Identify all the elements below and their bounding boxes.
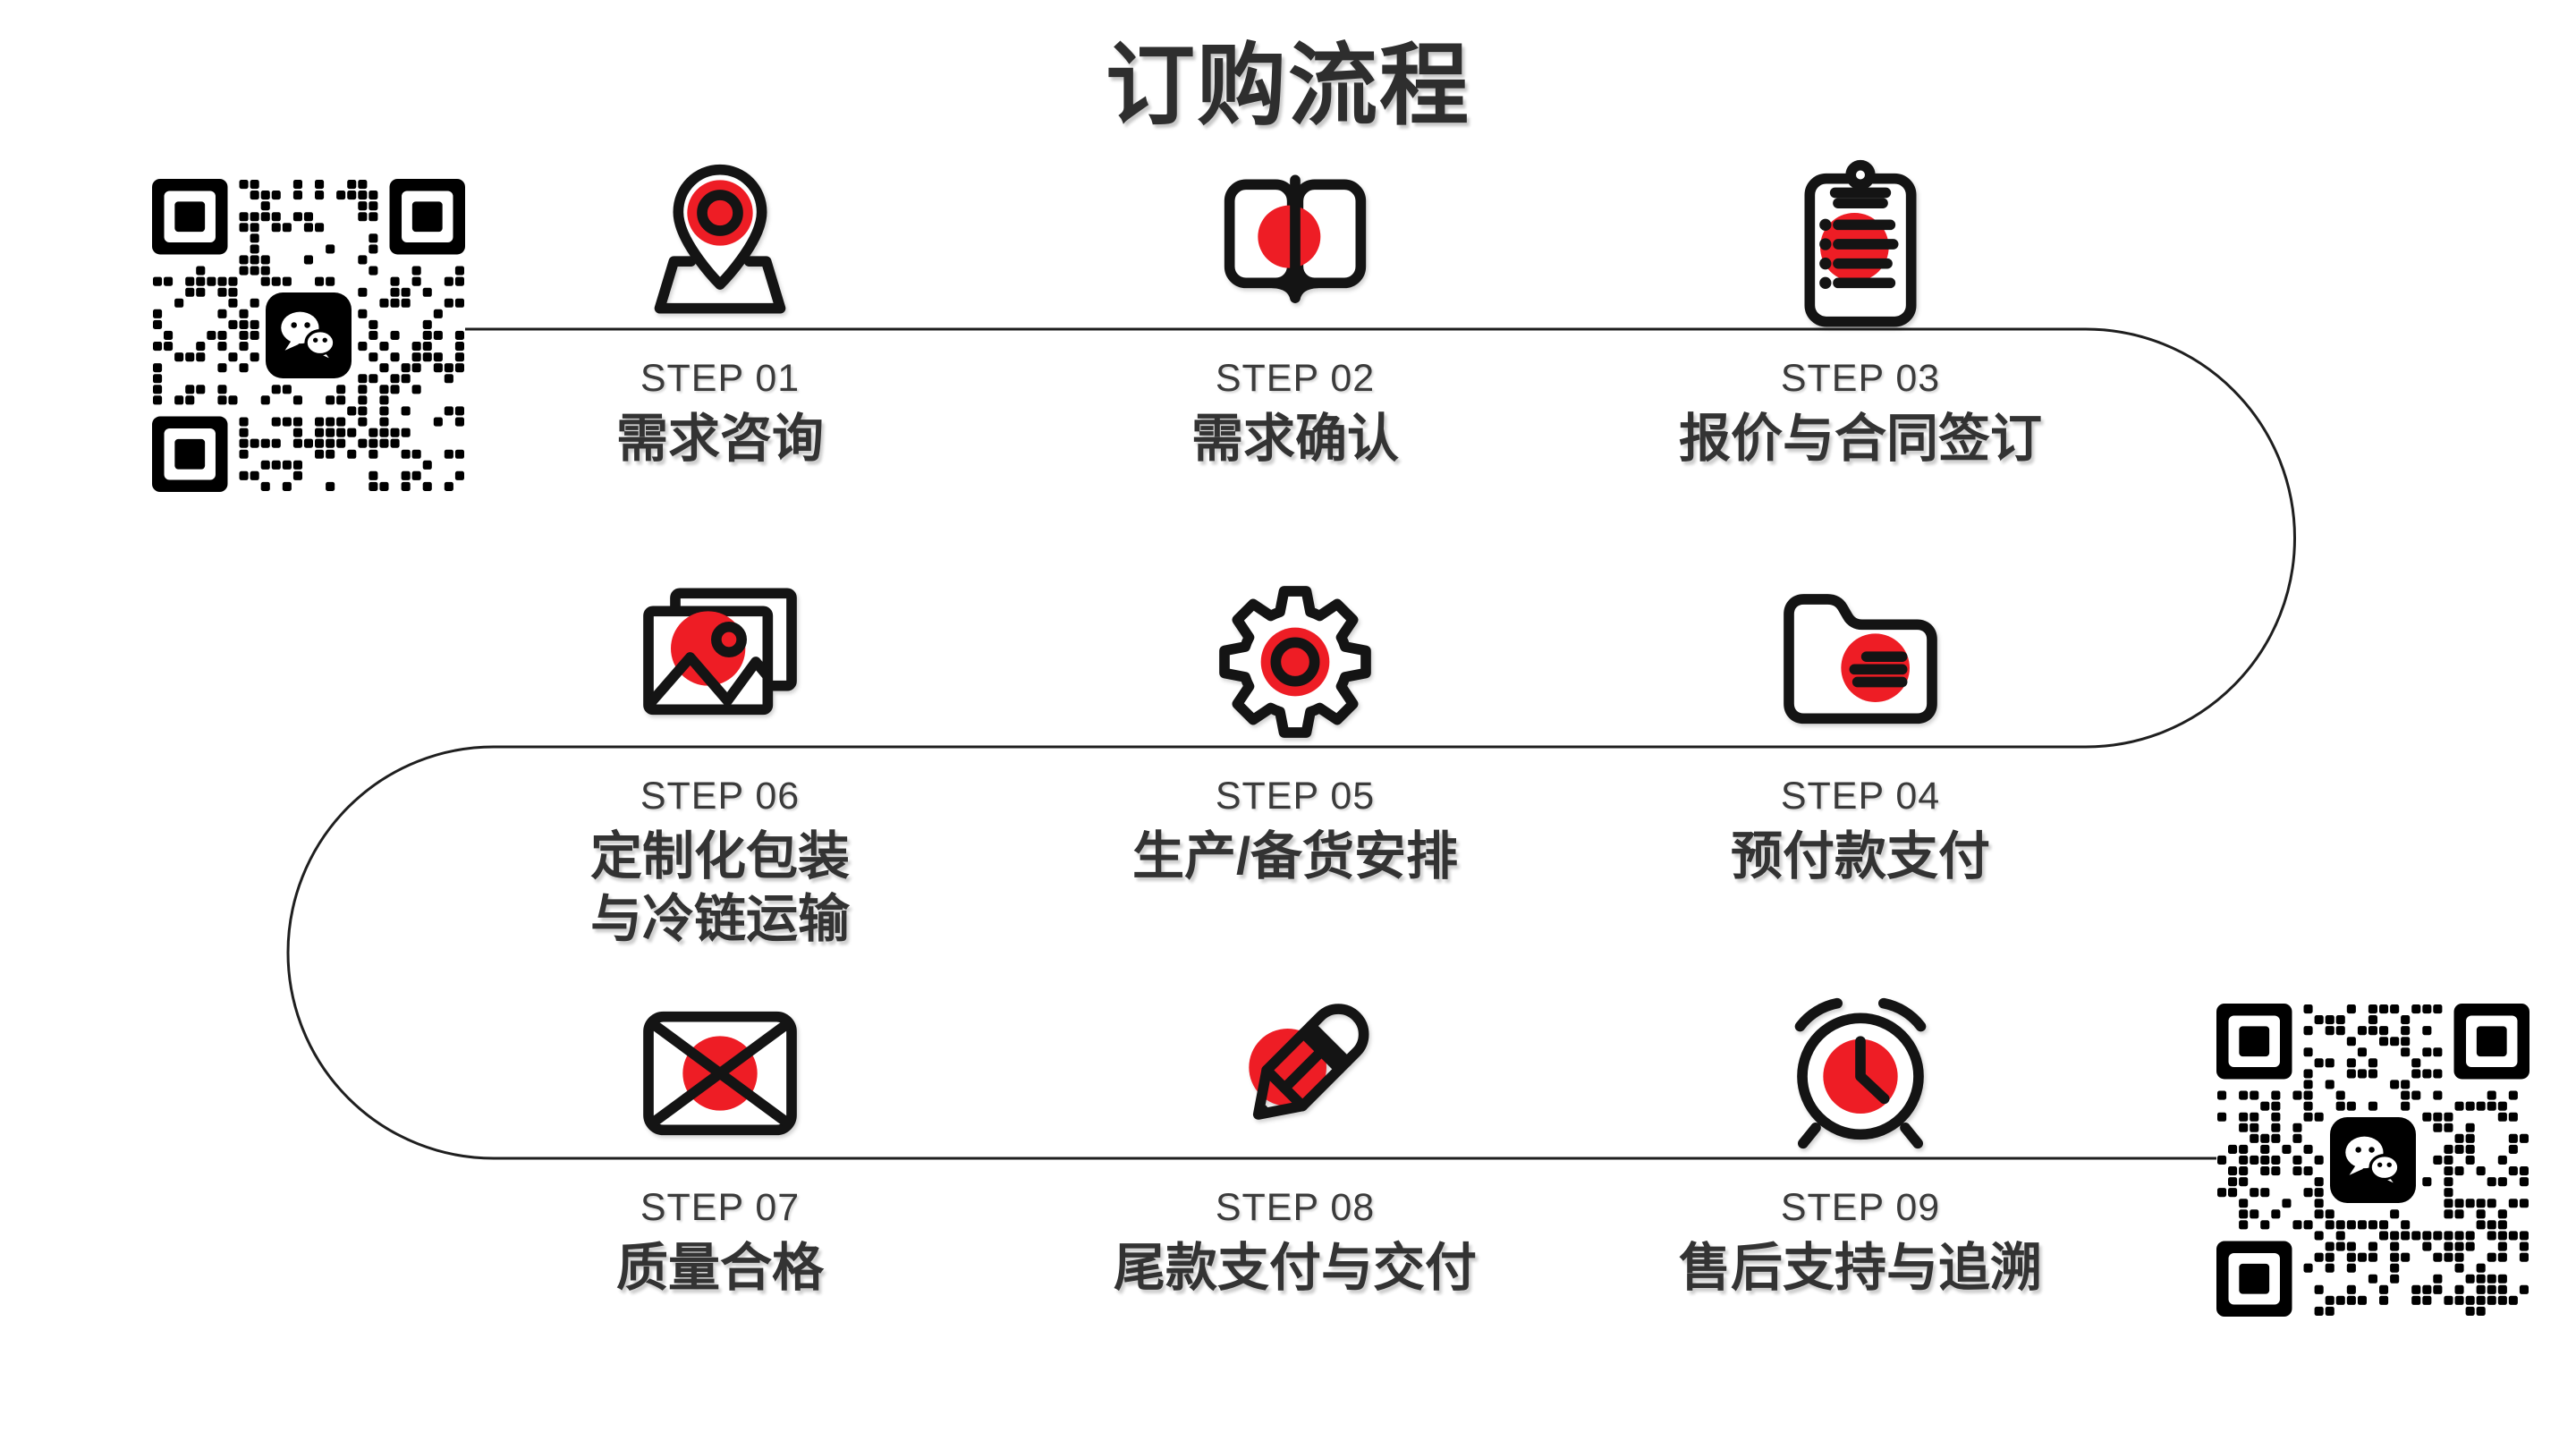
step-card-01: STEP 01 需求咨询 xyxy=(434,155,1006,470)
page-title: 订购流程 xyxy=(1106,36,1470,136)
step-name: 生产/备货安排 xyxy=(1131,827,1459,886)
step-name: 定制化包装 与冷链运输 xyxy=(589,827,850,948)
step-label: STEP 07 xyxy=(640,1186,801,1229)
step-card-05: STEP 05 生产/备货安排 xyxy=(1009,572,1581,888)
photo-stack-icon xyxy=(631,572,809,751)
folder-document-icon xyxy=(1771,572,1950,751)
flow-connector-path xyxy=(286,327,2296,1160)
step-card-03: STEP 03 报价与合同签订 xyxy=(1574,155,2147,470)
step-card-06: STEP 06 定制化包装 与冷链运输 xyxy=(434,572,1006,950)
step-card-02: STEP 02 需求确认 xyxy=(1009,155,1581,470)
step-label: STEP 03 xyxy=(1780,357,1941,400)
step-name: 需求咨询 xyxy=(615,410,824,468)
wechat-logo-icon xyxy=(266,292,352,378)
step-name: 售后支持与追溯 xyxy=(1678,1239,2042,1297)
map-pin-icon xyxy=(631,155,809,334)
step-card-09: STEP 09 售后支持与追溯 xyxy=(1574,984,2147,1300)
wechat-logo-icon xyxy=(2330,1117,2416,1203)
step-label: STEP 01 xyxy=(640,357,801,400)
step-label: STEP 06 xyxy=(640,775,801,818)
step-card-07: STEP 07 质量合格 xyxy=(434,984,1006,1300)
step-name: 预付款支付 xyxy=(1730,827,1990,886)
qr-code-top-left xyxy=(152,179,465,492)
step-card-08: STEP 08 尾款支付与交付 xyxy=(1009,984,1581,1300)
step-name: 质量合格 xyxy=(615,1239,824,1297)
open-book-icon xyxy=(1206,155,1385,334)
step-name: 报价与合同签订 xyxy=(1678,410,2042,468)
envelope-icon xyxy=(631,984,809,1163)
clipboard-checklist-icon xyxy=(1771,155,1950,334)
qr-matrix xyxy=(152,179,465,492)
step-label: STEP 05 xyxy=(1215,775,1376,818)
qr-code-bottom-right xyxy=(2216,1004,2529,1317)
step-name: 尾款支付与交付 xyxy=(1113,1239,1477,1297)
step-name: 需求确认 xyxy=(1191,410,1399,468)
qr-matrix xyxy=(2216,1004,2529,1317)
step-label: STEP 08 xyxy=(1215,1186,1376,1229)
step-label: STEP 09 xyxy=(1780,1186,1941,1229)
alarm-clock-icon xyxy=(1771,984,1950,1163)
step-card-04: STEP 04 预付款支付 xyxy=(1574,572,2147,888)
step-label: STEP 02 xyxy=(1215,357,1376,400)
pencil-icon xyxy=(1206,984,1385,1163)
step-label: STEP 04 xyxy=(1780,775,1941,818)
gear-icon xyxy=(1206,572,1385,751)
